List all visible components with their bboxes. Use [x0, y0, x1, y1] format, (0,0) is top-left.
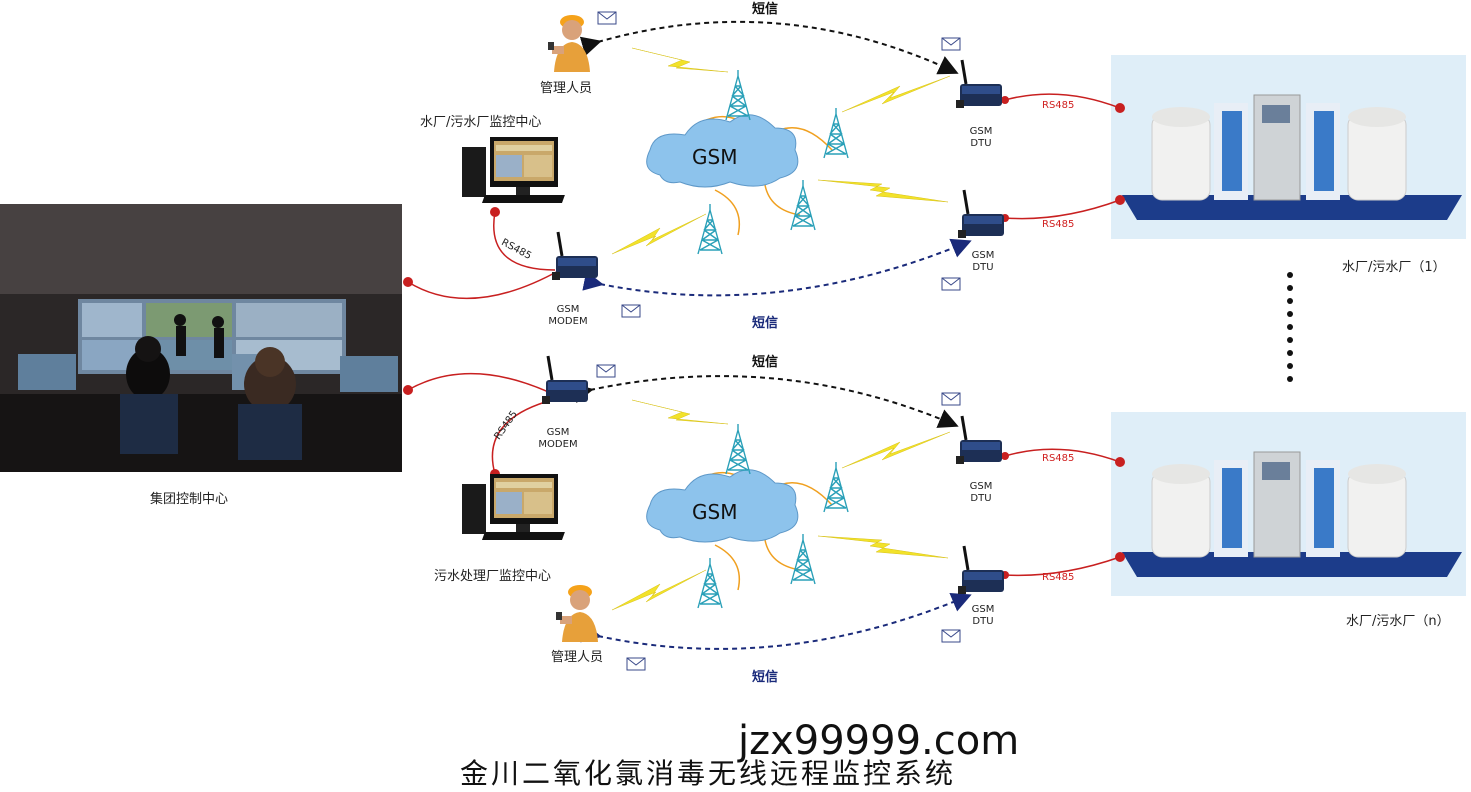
- sms-label: 短信: [752, 316, 779, 331]
- gsm-dtu-device: [956, 188, 1006, 240]
- gsm-dtu-device: [954, 414, 1004, 466]
- sms-arrow-top-1: [579, 20, 959, 75]
- envelope-icon: [621, 304, 641, 318]
- cell-tower-icon: [790, 533, 816, 585]
- water-plant-center-label: 水厂/污水厂监控中心: [420, 115, 542, 130]
- monitoring-computer-icon: [462, 474, 565, 540]
- watermark-text: jzx99999.com: [738, 718, 1020, 764]
- rs485-label: RS485: [1042, 453, 1075, 464]
- gsm-cloud-label: GSM: [692, 500, 738, 524]
- sms-label: 短信: [752, 355, 779, 370]
- manager-label-top: 管理人员: [540, 81, 593, 96]
- gsm-dtu-device: [956, 544, 1006, 596]
- gsm-cloud-1: [646, 114, 799, 188]
- sms-arrow-bottom-2: [580, 592, 972, 650]
- envelope-icon: [941, 629, 961, 643]
- rs485-links: [407, 93, 1121, 577]
- gsm-dtu-device: [954, 58, 1004, 110]
- sewage-center-label: 污水处理厂监控中心: [434, 569, 552, 584]
- sms-arrow-bottom-1: [582, 238, 972, 297]
- sms-label: 短信: [752, 2, 779, 17]
- rs485-endpoints: [403, 96, 1125, 579]
- ellipsis-dots: [1287, 272, 1293, 382]
- rs485-label: RS485: [1042, 219, 1075, 230]
- worker-icon: [548, 15, 590, 72]
- sms-label: 短信: [752, 670, 779, 685]
- diagram-title: 金川二氧化氯消毒无线远程监控系统: [460, 757, 957, 790]
- plant-1-label: 水厂/污水厂（1）: [1342, 260, 1446, 275]
- cell-tower-icon: [823, 461, 849, 513]
- rs485-label: RS485: [1042, 100, 1075, 111]
- group-control-center-label: 集团控制中心: [150, 492, 229, 507]
- worker-icon: [556, 585, 598, 642]
- control-room-photo: [0, 204, 402, 472]
- gsm-modem-device: [540, 354, 590, 406]
- envelope-icon: [626, 657, 646, 671]
- cell-tower-icon: [823, 107, 849, 159]
- sms-arrow-top-2: [572, 375, 959, 428]
- plant-n-label: 水厂/污水厂（n）: [1346, 614, 1450, 629]
- gsm-cloud-2: [646, 469, 799, 543]
- gsm-modem-device: [550, 230, 600, 282]
- envelope-icon: [941, 37, 961, 51]
- envelope-icon: [941, 277, 961, 291]
- cell-tower-icon: [697, 557, 723, 609]
- envelope-icon: [596, 364, 616, 378]
- cell-tower-icon: [725, 423, 751, 475]
- cell-tower-icon: [790, 179, 816, 231]
- cell-tower-icon: [725, 69, 751, 121]
- control-room-illustration: [0, 204, 402, 472]
- wireless-signals: [611, 47, 951, 611]
- gsm-cloud-label: GSM: [692, 145, 738, 169]
- rs485-label: RS485: [1042, 572, 1075, 583]
- monitoring-computer-icon: [462, 137, 565, 203]
- manager-label-bottom: 管理人员: [551, 650, 604, 665]
- envelope-icon: [941, 392, 961, 406]
- envelope-icon: [597, 11, 617, 25]
- cell-tower-icon: [697, 203, 723, 255]
